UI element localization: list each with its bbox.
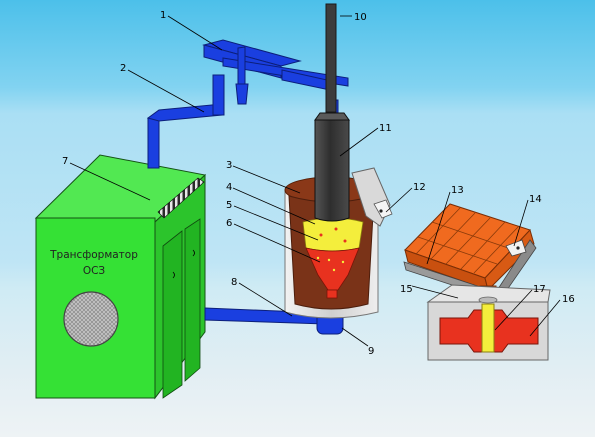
consumable-electrode: [314, 119, 350, 222]
label-10: 10: [354, 12, 367, 23]
leader-lines: [69, 15, 561, 347]
label-7: 7: [62, 156, 68, 167]
label-15: 15: [400, 284, 413, 295]
label-17: 17: [533, 284, 546, 295]
busbar-upper-vertical: [147, 117, 160, 169]
vent-grille: [63, 291, 119, 347]
label-4: 4: [226, 182, 232, 193]
transformer: Трансформатор ОСЗ: [34, 154, 207, 400]
label-2: 2: [120, 63, 126, 74]
label-5: 5: [226, 200, 232, 211]
label-8: 8: [231, 277, 237, 288]
label-6: 6: [226, 218, 232, 229]
label-13: 13: [451, 185, 464, 196]
part-number-labels: 1 2 3 4 5 6 7 8 9 10 11 12 13 14 15 16 1…: [62, 10, 575, 357]
transformer-label-line2: ОСЗ: [83, 265, 106, 277]
door-handle-icon: [172, 271, 175, 279]
label-1: 1: [160, 10, 166, 21]
electrode-holder: [202, 39, 349, 115]
label-16: 16: [562, 294, 575, 305]
door-handle-icon: [192, 249, 195, 257]
transformer-label-line1: Трансформатор: [49, 249, 138, 261]
casting-mold-box: [426, 284, 551, 361]
label-11: 11: [379, 123, 392, 134]
sprue: [481, 303, 495, 353]
label-12: 12: [413, 182, 426, 193]
label-14: 14: [529, 194, 542, 205]
electrode-rod: [325, 3, 337, 113]
tap-hole: [326, 289, 338, 299]
busbar-upper-riser: [212, 74, 225, 116]
label-3: 3: [226, 160, 232, 171]
crucible-assembly: [284, 112, 393, 319]
label-9: 9: [368, 346, 374, 357]
